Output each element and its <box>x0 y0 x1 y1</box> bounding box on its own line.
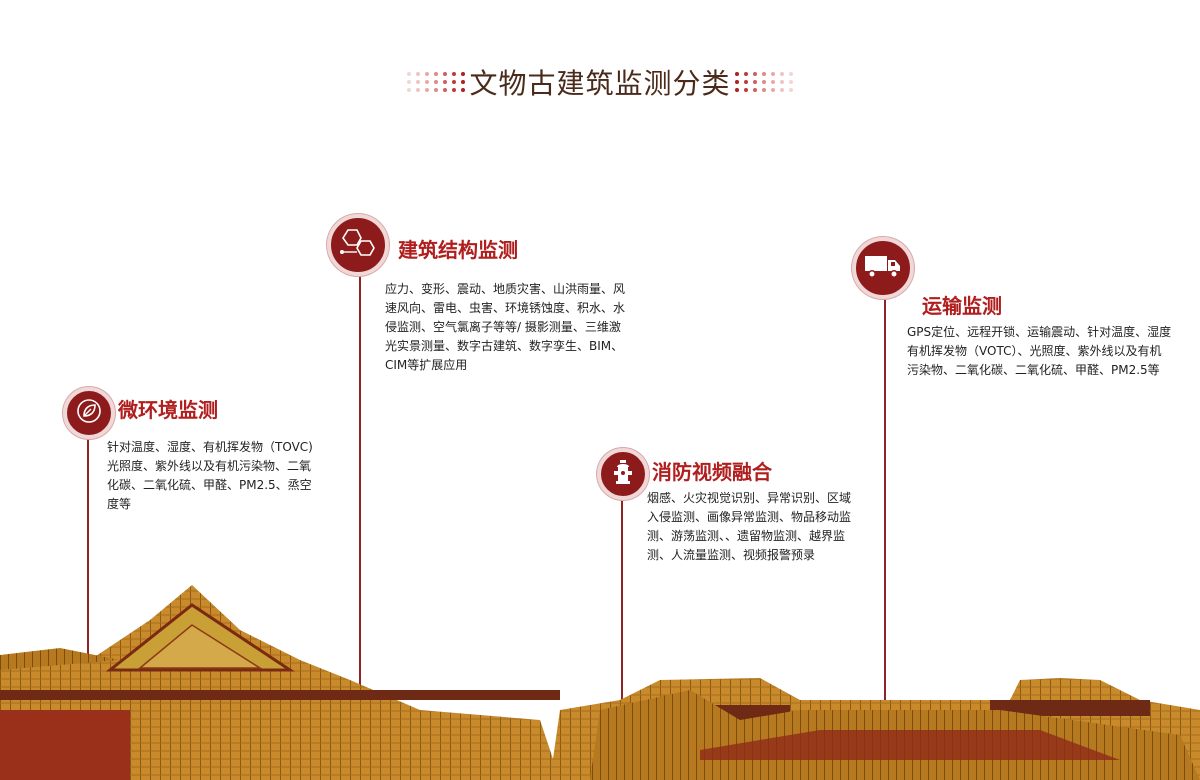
structure-badge <box>327 214 389 276</box>
palace-roofs-illustration <box>0 585 1200 780</box>
fire-hydrant-icon <box>612 459 634 489</box>
title-dots-left <box>407 72 466 92</box>
fire-video-desc: 烟感、火灾视觉识别、异常识别、区域 入侵监测、画像异常监测、物品移动监 测、游荡… <box>647 491 852 562</box>
micro-env-desc: 针对温度、湿度、有机挥发物（TOVC) 光照度、紫外线以及有机污染物、二氧 化碳… <box>107 440 313 511</box>
structure-desc: 应力、变形、震动、地质灾害、山洪雨量、风 速风向、雷电、虫害、环境锈蚀度、积水、… <box>385 282 626 372</box>
hexagon-network-icon <box>339 228 377 262</box>
fire-video-badge <box>597 448 649 500</box>
transport-badge <box>852 237 914 299</box>
transport-title: 运输监测 <box>922 294 1002 318</box>
stem-structure <box>359 255 361 715</box>
stem-fire-video <box>621 470 623 715</box>
transport-desc: GPS定位、远程开锁、运输震动、针对温度、湿度 有机挥发物（VOTC）、光照度、… <box>907 325 1172 377</box>
page-title: 文物古建筑监测分类 <box>469 67 731 100</box>
title-dots-right <box>734 72 793 92</box>
stem-micro-env <box>87 430 89 665</box>
leaf-icon <box>76 398 102 428</box>
stem-transport <box>884 275 886 715</box>
micro-env-badge <box>63 387 115 439</box>
page-title-bar: 文物古建筑监测分类 <box>0 60 1200 104</box>
fire-video-title: 消防视频融合 <box>652 460 772 484</box>
micro-env-title: 微环境监测 <box>118 398 218 422</box>
structure-title: 建筑结构监测 <box>398 238 518 262</box>
truck-icon <box>864 253 902 283</box>
